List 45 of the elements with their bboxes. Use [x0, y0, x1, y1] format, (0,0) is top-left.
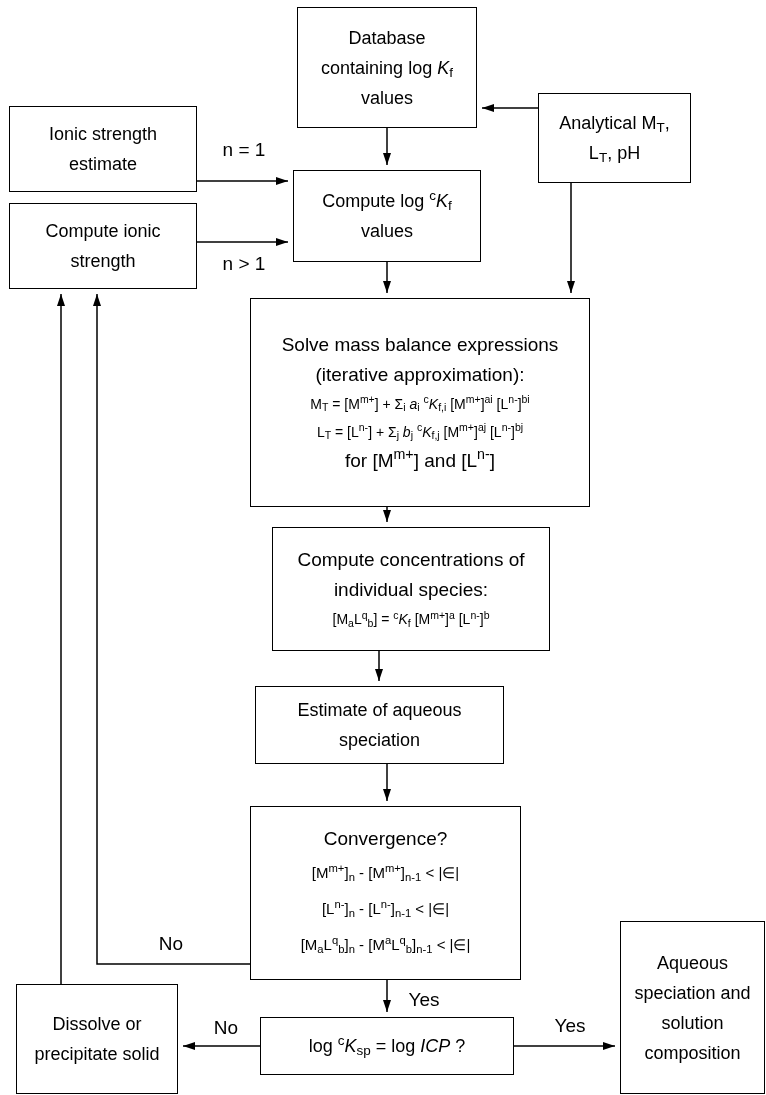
arrow: [383, 127, 391, 166]
process-box: [255, 686, 504, 764]
process-box: [250, 298, 590, 507]
arrow: [481, 104, 539, 112]
process-box: [297, 7, 477, 128]
arrow: [383, 506, 391, 523]
process-box: [9, 203, 197, 289]
arrow: [182, 1042, 261, 1050]
formula-text: [L$^{n-}$]$_{n}$ - [L$^{n-}$]$_{n-1}$ < |∈|: [321, 897, 450, 921]
arrow: [57, 293, 65, 985]
box-text: Aqueous speciation and solution composition: [633, 951, 752, 1065]
box-text: Compute concentrations of individual species:: [296, 548, 526, 602]
formula-text: [M$^{m+}$]$_{n}$ - [M$^{m+}$]$_{n-1}$ < |∈|: [311, 861, 460, 885]
process-box: [16, 984, 178, 1094]
box-text: Compute log $^{c}$K$_{f}$ values: [321, 187, 453, 243]
formula-text: for [M$^{m+}$] and [L$^{n-}$]: [344, 445, 496, 473]
box-text: Estimate of aqueous speciation: [296, 699, 463, 752]
formula-text: [M$_{a}$L$^{q}$$_{b}$] = $^{c}$K$_{f}$ [M$^{m+}$]$^{a}$ [L$^{n-}$]$^{b}$: [332, 607, 490, 631]
arrow: [196, 238, 289, 246]
box-text: Ionic strength estimate: [47, 123, 159, 176]
process-box: [293, 170, 481, 262]
arrow: [93, 293, 251, 965]
process-box: [250, 806, 521, 980]
process-box: [538, 93, 691, 183]
box-text: Convergence?: [323, 827, 448, 851]
process-box: [260, 1017, 514, 1075]
arrow: [567, 182, 575, 294]
arrow: [383, 261, 391, 294]
box-text: log $^{c}$K$_{sp}$ = log ICP ?: [308, 1032, 466, 1061]
box-text: Dissolve or precipitate solid: [33, 1013, 161, 1066]
box-text: Compute ionic strength: [44, 220, 162, 273]
process-box: [272, 527, 550, 651]
arrow: [513, 1042, 616, 1050]
formula-text: M$_{T}$ = [M$^{m+}$] + Σ$_{i}$ a$_{i}$ $^{c}$K$_{f,i}$ [M$^{m+}$]$^{ai}$ [L$^{n-}$]$^{bi}$: [310, 392, 530, 416]
box-text: Database containing log K$_{f}$ values: [320, 26, 454, 110]
formula-text: [M$_{a}$L$^{q}$$_{b}$]$_{n}$ - [M$^{a}$L$^{q}$$_{b}$]$_{n-1}$ < |∈|: [300, 933, 471, 957]
arrow: [196, 177, 289, 185]
arrow: [383, 979, 391, 1013]
process-box: [620, 921, 765, 1094]
formula-text: L$_{T}$ = [L$^{n-}$] + Σ$_{j}$ b$_{j}$ $^{c}$K$_{f,j}$ [M$^{m+}$]$^{aj}$ [L$^{n-}$]$^{bj}$: [316, 420, 524, 444]
box-text: Solve mass balance expressions (iterative approximation):: [280, 332, 560, 387]
arrow: [383, 763, 391, 802]
process-box: [9, 106, 197, 192]
arrow: [375, 650, 383, 682]
box-text: Analytical M$_{T}$, L$_{T}$, pH: [558, 112, 671, 168]
